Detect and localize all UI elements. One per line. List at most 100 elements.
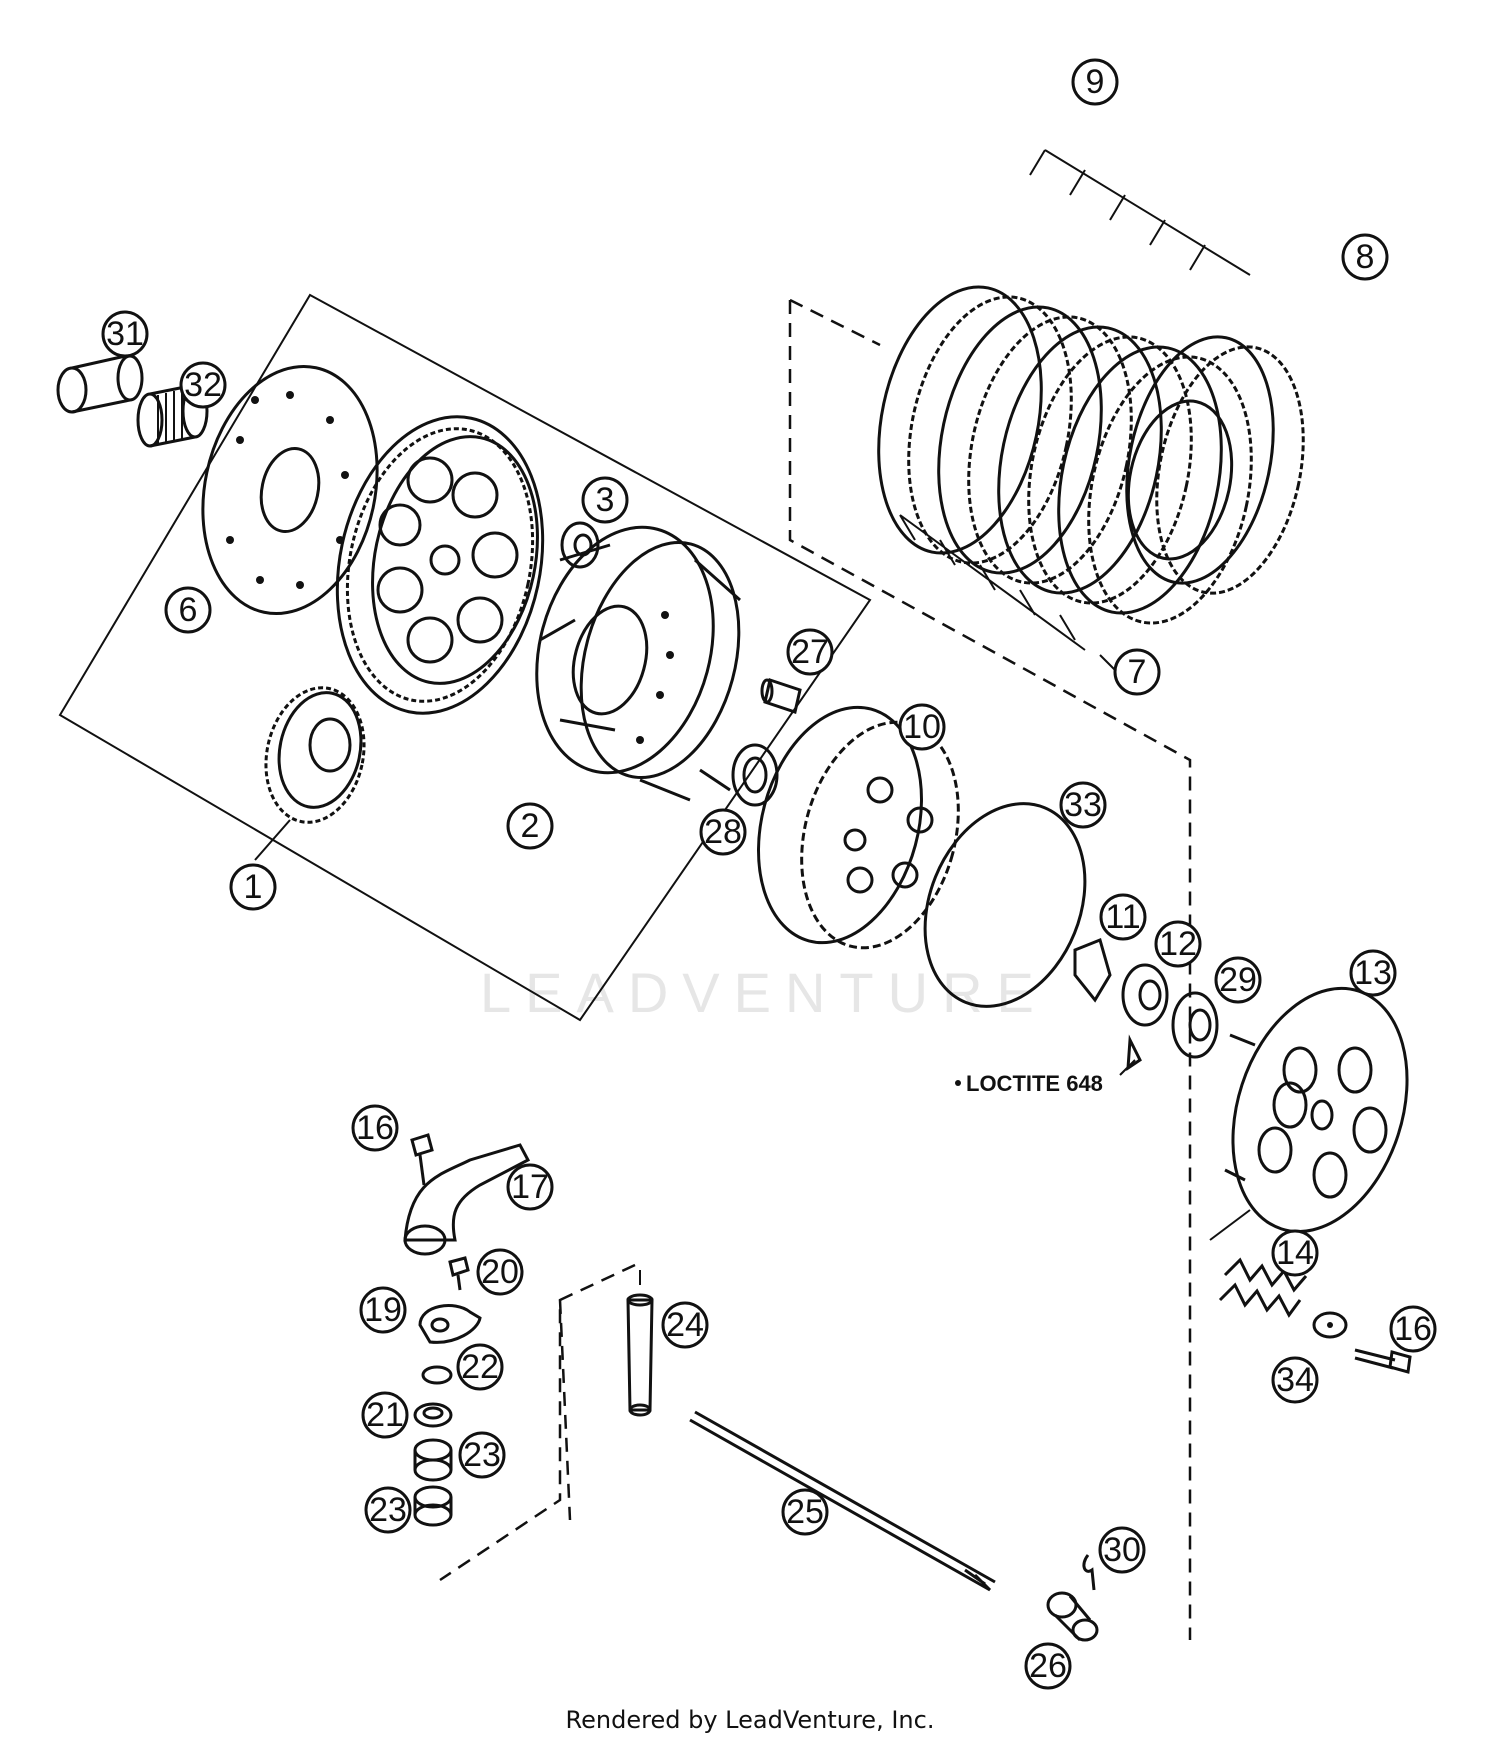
callout-24: 24	[661, 1301, 709, 1349]
release-lever-17	[403, 1143, 531, 1256]
watermark: LEADVENTURE	[480, 961, 1048, 1024]
callout-20: 20	[476, 1248, 524, 1296]
footer-credit: Rendered by LeadVenture, Inc.	[565, 1706, 935, 1734]
svg-text:32: 32	[184, 366, 222, 404]
callout-9: 9	[1071, 58, 1119, 106]
bolt-16-right	[1354, 1348, 1412, 1374]
callout-19: 19	[359, 1286, 407, 1334]
ring-22	[421, 1365, 453, 1385]
svg-text:10: 10	[903, 708, 941, 746]
release-shaft-24	[626, 1293, 654, 1417]
svg-text:7: 7	[1128, 653, 1147, 691]
callout-26: 26	[1024, 1642, 1072, 1690]
needle-bearing-32	[136, 383, 209, 448]
seal-21	[413, 1402, 453, 1428]
svg-text:13: 13	[1354, 954, 1392, 992]
bearing-29	[1171, 991, 1219, 1059]
leader-7	[1099, 654, 1116, 671]
loctite-label: LOCTITE 648	[966, 1071, 1103, 1096]
svg-text:16: 16	[1394, 1310, 1432, 1348]
callout-28: 28	[699, 808, 747, 856]
bearing-23-upper	[413, 1438, 453, 1482]
svg-text:29: 29	[1219, 961, 1257, 999]
callout-3: 3	[581, 476, 629, 524]
svg-text:6: 6	[179, 591, 198, 629]
svg-text:27: 27	[791, 633, 829, 671]
svg-text:17: 17	[511, 1168, 549, 1206]
clutch-plates-stack	[877, 285, 1305, 625]
svg-text:9: 9	[1086, 63, 1105, 101]
svg-text:34: 34	[1276, 1361, 1314, 1399]
pin-27	[760, 678, 802, 714]
svg-text:26: 26	[1029, 1647, 1067, 1685]
callout-31: 31	[101, 310, 149, 358]
small-gear-1	[264, 686, 366, 824]
leader-lines-plates	[899, 149, 1251, 651]
callout-14: 14	[1271, 1229, 1319, 1277]
callout-22: 22	[456, 1343, 504, 1391]
callout-11: 11	[1099, 893, 1147, 941]
bearing-23-lower	[413, 1485, 453, 1527]
dashed-leader-2	[558, 1299, 572, 1521]
svg-text:30: 30	[1103, 1531, 1141, 1569]
assembly-frame-clutch-pack	[788, 300, 1192, 1640]
callout-10: 10	[898, 703, 946, 751]
svg-text:1: 1	[244, 868, 263, 906]
svg-text:25: 25	[786, 1493, 824, 1531]
callout-16a: 16	[351, 1104, 399, 1152]
primary-gear-1	[335, 415, 545, 715]
washer-34	[1312, 1311, 1348, 1339]
pressure-plate-13	[1224, 986, 1409, 1234]
svg-text:3: 3	[596, 481, 615, 519]
svg-text:22: 22	[461, 1348, 499, 1386]
callout-23b: 23	[364, 1486, 412, 1534]
svg-text:31: 31	[106, 315, 144, 353]
lock-washer-11	[1073, 937, 1112, 1003]
callout-8: 8	[1341, 233, 1389, 281]
callout-2: 2	[506, 802, 554, 850]
svg-text:14: 14	[1276, 1234, 1314, 1272]
svg-text:12: 12	[1159, 925, 1197, 963]
callout-6: 6	[164, 586, 212, 634]
callout-34: 34	[1271, 1356, 1319, 1404]
svg-text:11: 11	[1105, 898, 1140, 936]
callout-23a: 23	[458, 1431, 506, 1479]
callout-16b: 16	[1389, 1305, 1437, 1353]
nut-12	[1121, 963, 1169, 1027]
callout-21: 21	[361, 1391, 409, 1439]
leader-1	[254, 819, 291, 861]
callout-7: 7	[1113, 648, 1161, 696]
svg-text:20: 20	[481, 1253, 519, 1291]
callout-32: 32	[179, 361, 227, 409]
svg-text:8: 8	[1356, 238, 1375, 276]
disc-6	[201, 364, 379, 616]
callout-17: 17	[506, 1163, 554, 1211]
callout-30: 30	[1098, 1526, 1146, 1574]
bushing-31	[56, 353, 144, 414]
callout-27: 27	[786, 628, 834, 676]
svg-text:19: 19	[364, 1291, 402, 1329]
o-ring-33	[923, 802, 1087, 1008]
svg-text:28: 28	[704, 813, 742, 851]
pressure-piece-26	[1046, 1591, 1099, 1642]
pin-30	[1082, 1554, 1096, 1591]
assembly-frame-1	[58, 293, 872, 1022]
clutch-basket-2	[535, 525, 741, 802]
svg-text:23: 23	[369, 1491, 407, 1529]
svg-text:33: 33	[1064, 786, 1102, 824]
washer-28	[731, 743, 779, 807]
bolt-16-upper	[410, 1133, 434, 1186]
callout-29: 29	[1214, 956, 1262, 1004]
spring-14	[1209, 1209, 1308, 1318]
callout-13: 13	[1349, 949, 1397, 997]
callout-33: 33	[1059, 781, 1107, 829]
bolt-20	[448, 1256, 470, 1291]
push-rod-25	[689, 1410, 996, 1592]
callout-1: 1	[229, 863, 277, 911]
svg-text:16: 16	[356, 1109, 394, 1147]
svg-text:23: 23	[463, 1436, 501, 1474]
svg-text:21: 21	[366, 1396, 404, 1434]
plate-19	[418, 1304, 482, 1344]
inner-hub-10	[757, 705, 960, 950]
